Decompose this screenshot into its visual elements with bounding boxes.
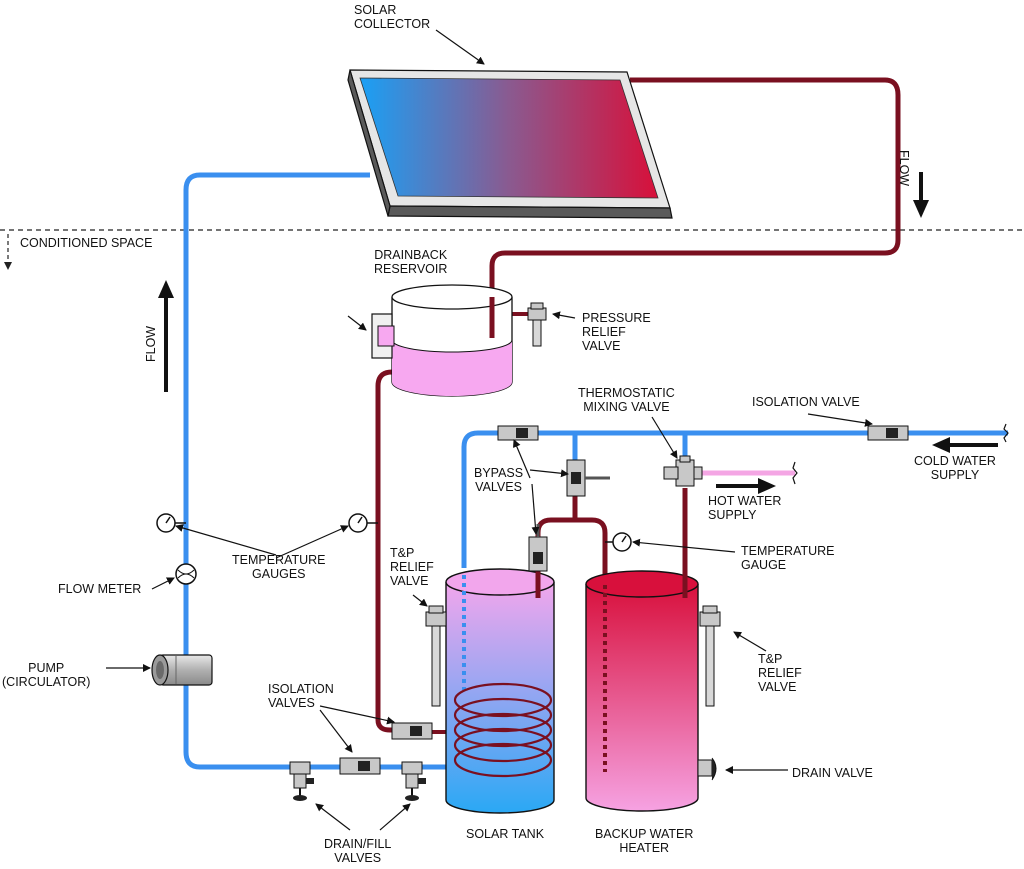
bypass-valves-label: BYPASS VALVES (474, 466, 524, 494)
pump-circulator (151, 654, 213, 686)
leader-lines (106, 29, 873, 831)
drain-fill-valve-left (289, 761, 314, 801)
backup-water-heater (585, 560, 699, 812)
tp-relief-valve-left (425, 605, 447, 707)
pressure-relief-valve (527, 302, 576, 347)
drain-valve (697, 757, 717, 781)
flow-label-up: FLOW (144, 325, 158, 362)
pump-label: PUMP (CIRCULATOR) (2, 661, 91, 689)
temperature-gauge-right (605, 532, 632, 552)
thermostatic-mixing-valve (663, 455, 703, 487)
backup-water-heater-label: BACKUP WATER HEATER (595, 827, 694, 855)
solar-collector-label: SOLAR COLLECTOR (354, 3, 431, 31)
flow-arrow-up (158, 280, 174, 392)
drainback-reservoir (347, 284, 513, 397)
isolation-valve-coil-inlet (391, 722, 433, 740)
hot-water-supply-label: HOT WATER SUPPLY (708, 494, 782, 522)
bypass-valve-center (566, 459, 610, 497)
thermostatic-mixing-valve-label: THERMOSTATIC MIXING VALVE (578, 386, 675, 414)
temperature-gauge-middle (348, 513, 378, 533)
isolation-valve-label: ISOLATION VALVE (752, 395, 860, 409)
cold-water-supply-label: COLD WATER SUPPLY (914, 454, 996, 482)
solar-tank-label: SOLAR TANK (466, 827, 545, 841)
isolation-valve-cold-supply (867, 425, 909, 441)
collector-return-cold-pipe (183, 172, 450, 770)
tp-relief-valve-right (699, 605, 721, 707)
temperature-gauge-label: TEMPERATURE GAUGE (741, 544, 835, 572)
pressure-relief-valve-label: PRESSURE RELIEF VALVE (582, 311, 651, 353)
solar-collector (347, 69, 673, 219)
heat-exchanger-coil (453, 682, 553, 778)
tp-relief-valve-left-label: T&P RELIEF VALVE (390, 546, 434, 588)
temperature-gauge-left (156, 513, 186, 533)
solar-tank (445, 568, 555, 814)
cold-supply-break (1003, 423, 1009, 443)
drain-valve-label: DRAIN VALVE (792, 766, 873, 780)
flow-label-down: FLOW (897, 150, 911, 187)
drainback-reservoir-label: DRAINBACK RESERVOIR (374, 248, 448, 276)
cold-water-supply-arrow (932, 437, 998, 453)
drain-fill-valve-right (401, 761, 426, 801)
isolation-valves-label: ISOLATION VALVES (268, 682, 334, 710)
conditioned-space-label: CONDITIONED SPACE (20, 236, 153, 250)
isolation-valve-coil-outlet (339, 757, 381, 775)
conditioned-space-boundary (0, 229, 1024, 270)
drain-fill-valves-label: DRAIN/FILL VALVES (324, 837, 392, 865)
hot-water-supply-arrow (716, 478, 776, 494)
hot-water-supply-pipe (698, 461, 798, 485)
temperature-gauges-label: TEMPERATURE GAUGES (232, 553, 326, 581)
flow-arrow-down (913, 172, 929, 218)
bypass-valve-lower (528, 524, 548, 572)
flow-meter (175, 563, 197, 585)
flow-meter-label: FLOW METER (58, 582, 142, 596)
tp-relief-valve-right-label: T&P RELIEF VALVE (758, 652, 802, 694)
isolation-valve-top-left (497, 425, 539, 441)
